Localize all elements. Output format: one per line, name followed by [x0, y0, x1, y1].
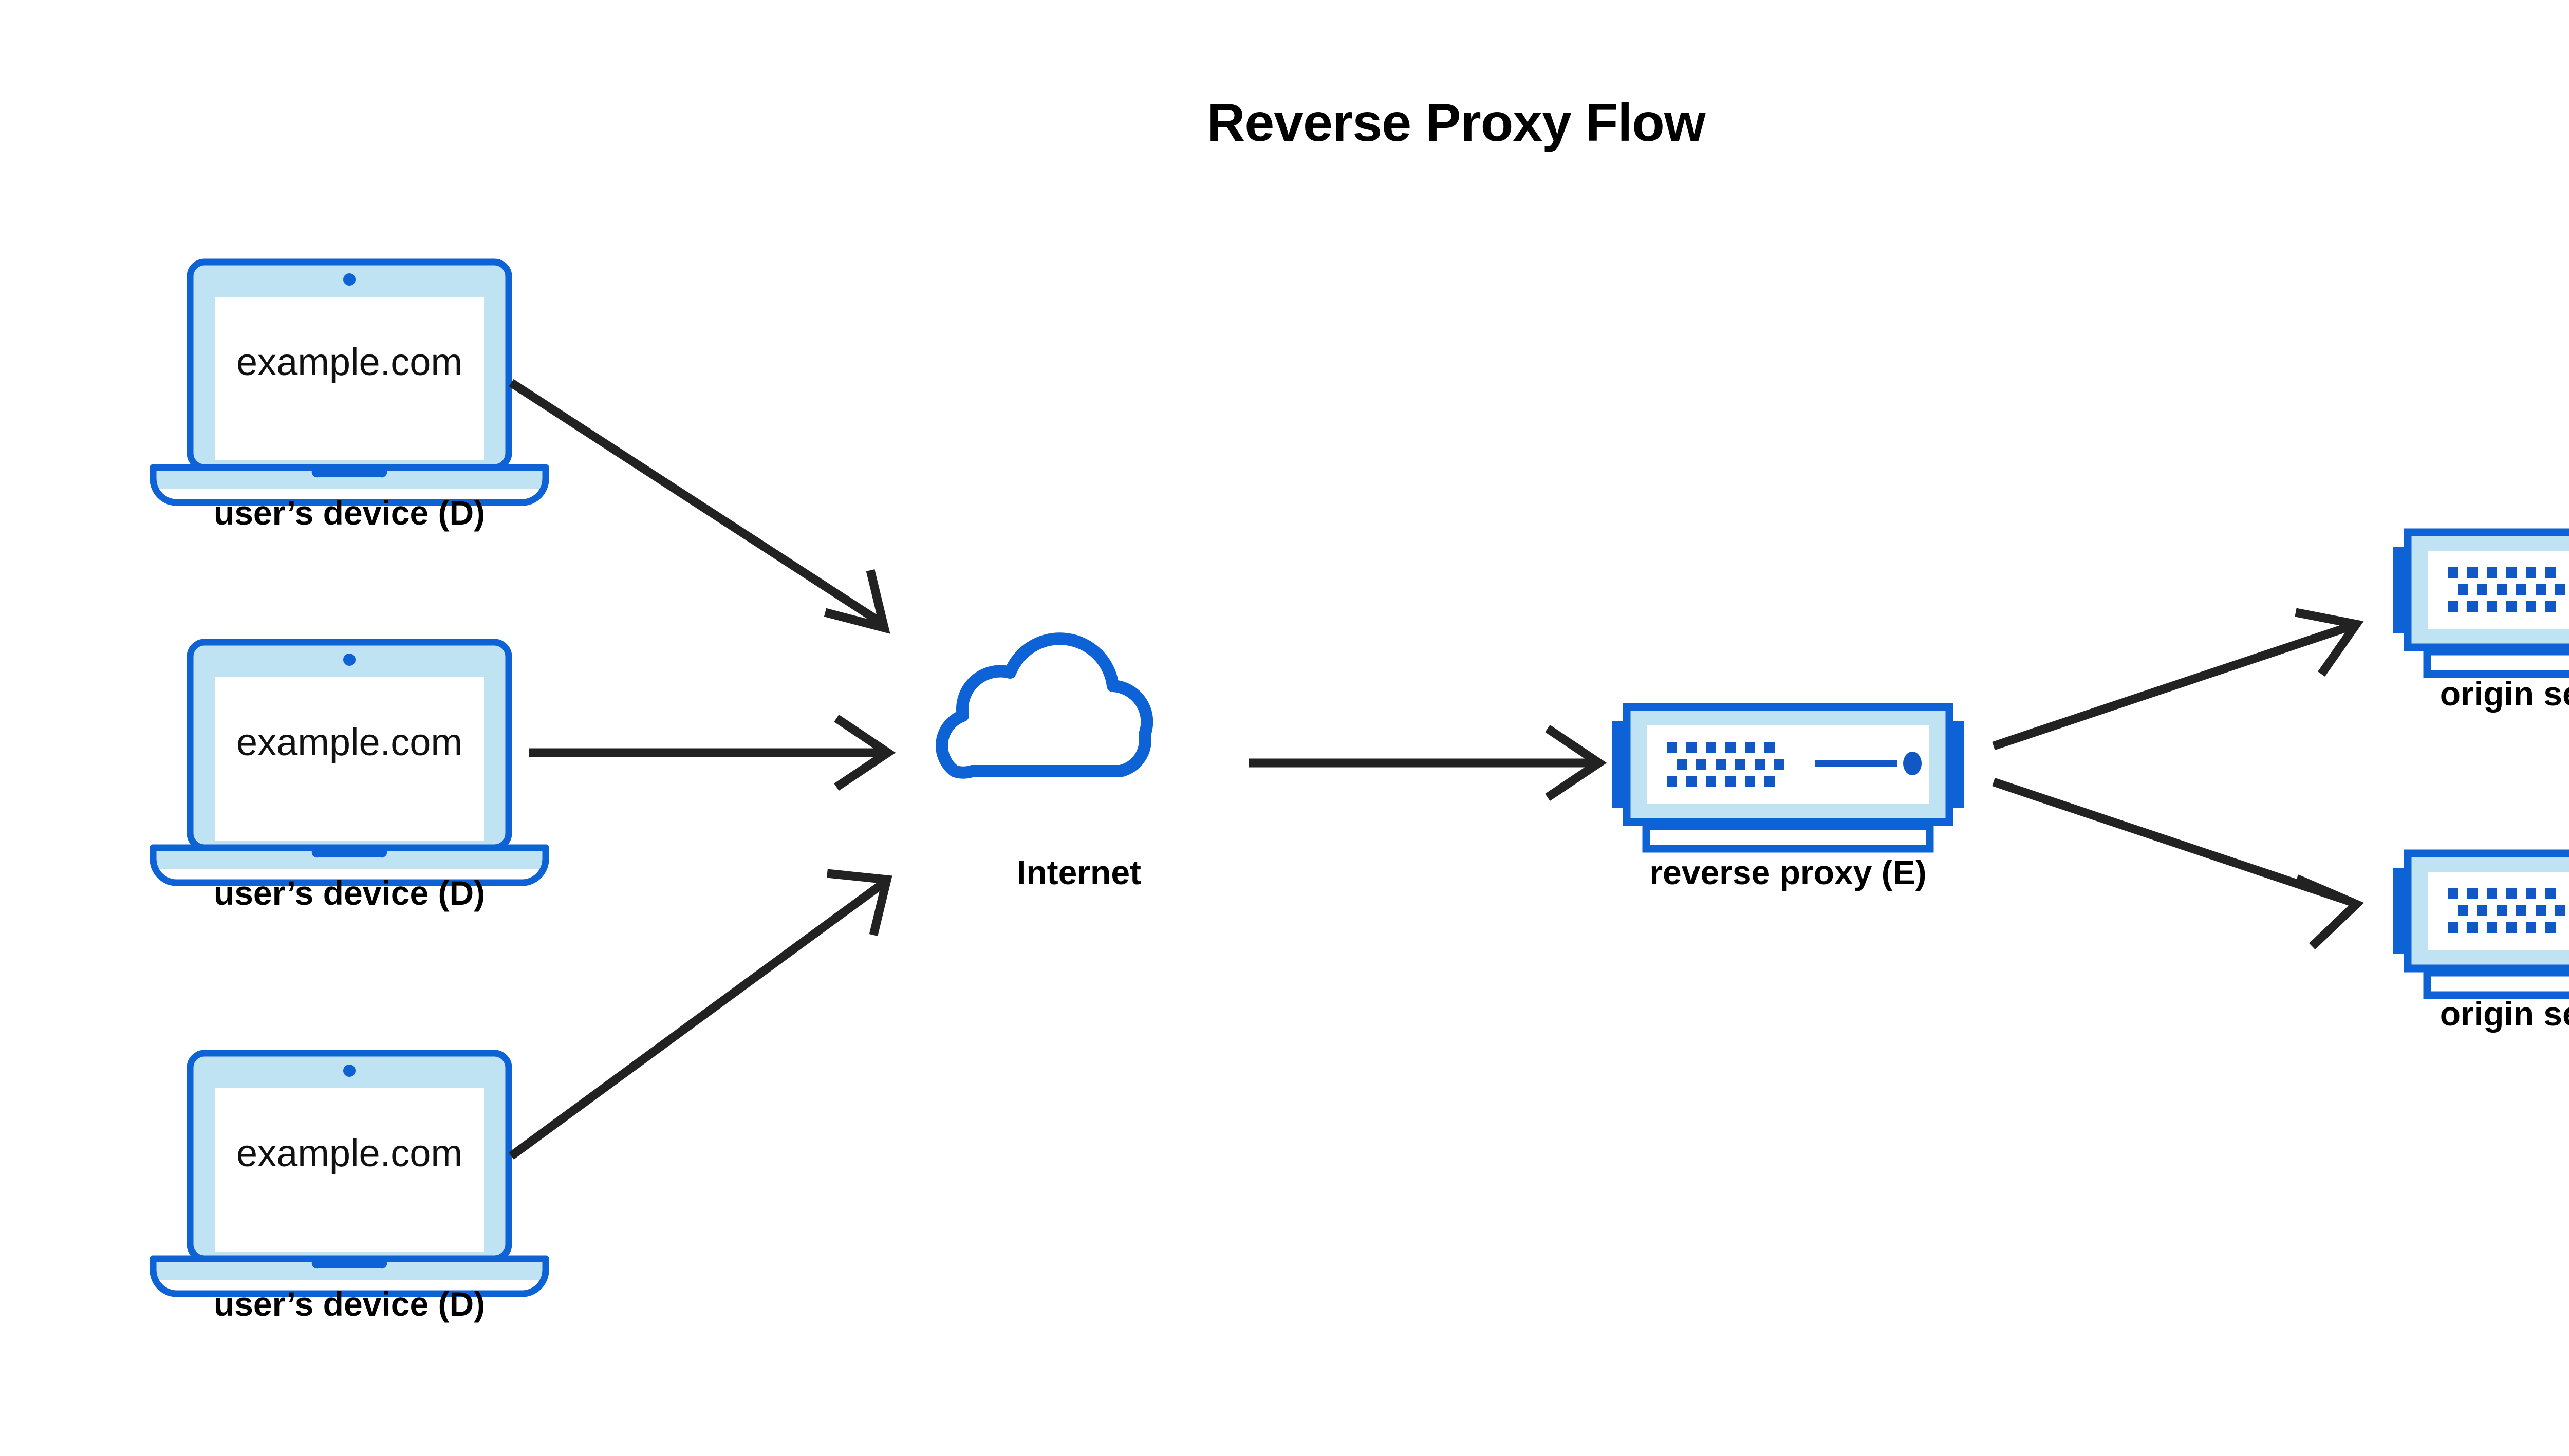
cloud-icon	[942, 639, 1147, 772]
label-internet: Internet	[1016, 853, 1142, 891]
label-user-device: user’s device (D)	[213, 1285, 486, 1323]
laptop-screen-text: example.com	[236, 1132, 463, 1174]
server-icon	[2393, 532, 2569, 674]
laptop-screen-text: example.com	[236, 341, 463, 383]
page-title: Reverse Proxy Flow	[1206, 93, 1705, 153]
server-icon	[2393, 853, 2569, 995]
arrow-proxy-to-origin1	[1992, 608, 2364, 751]
arrow-internet-to-proxy	[1249, 724, 1607, 801]
laptop-screen-text: example.com	[236, 721, 463, 763]
label-reverse-proxy: reverse proxy (E)	[1649, 853, 1927, 891]
label-origin-server: origin server (F)	[2440, 995, 2569, 1033]
arrow-device2-to-internet	[529, 714, 896, 791]
label-user-device: user’s device (D)	[213, 874, 486, 912]
server-icon	[1612, 707, 1964, 849]
label-origin-server: origin server (F)	[2440, 675, 2569, 713]
arrow-device3-to-internet	[508, 869, 892, 1160]
arrow-proxy-to-origin2	[1992, 777, 2365, 950]
label-user-device: user’s device (D)	[213, 494, 486, 532]
